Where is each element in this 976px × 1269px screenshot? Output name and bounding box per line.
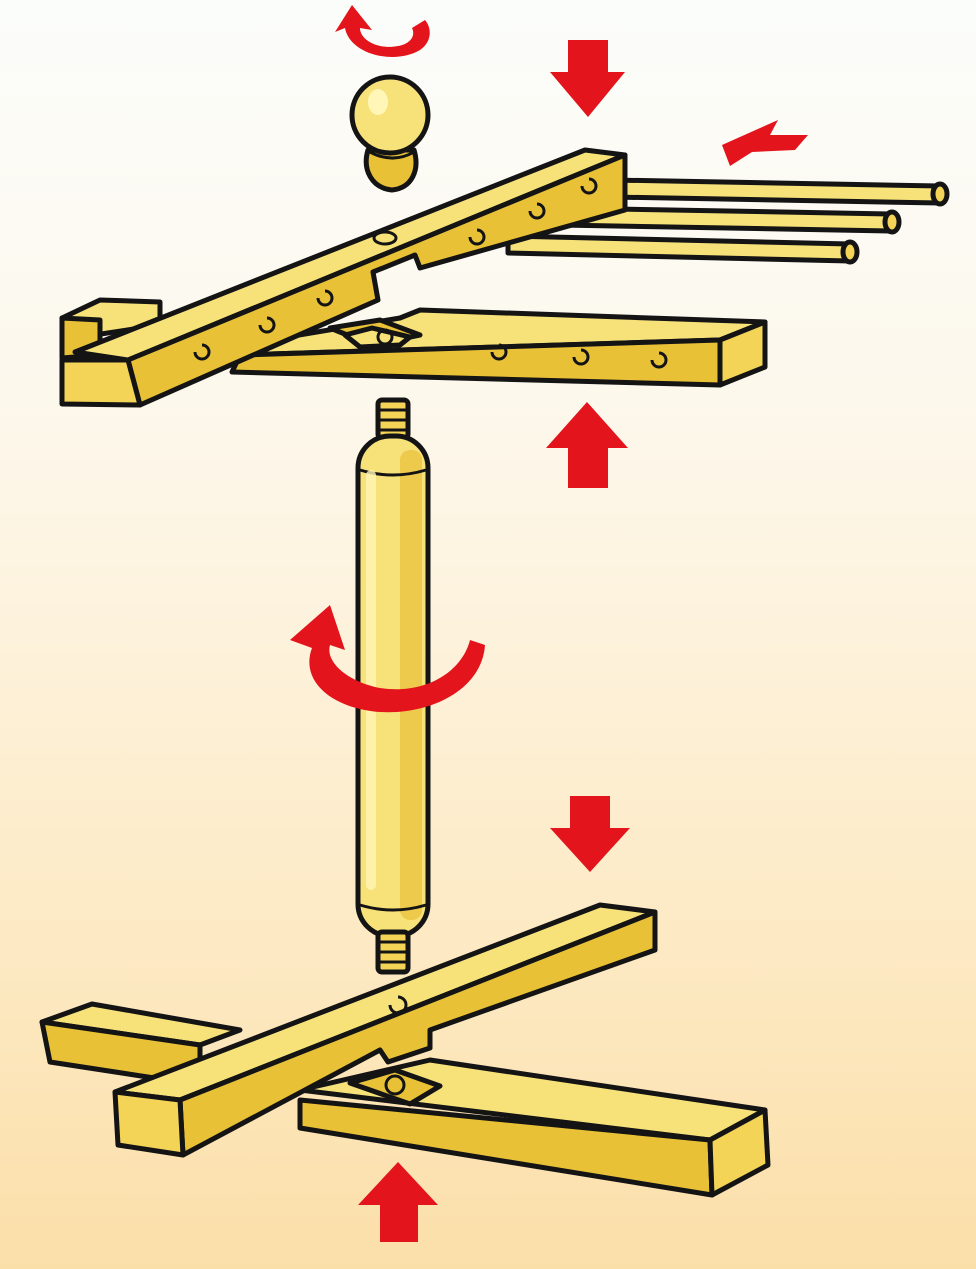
down-arrow-top xyxy=(550,40,625,117)
base-cross-feet xyxy=(39,902,771,1198)
knob xyxy=(349,74,431,193)
up-arrow-top xyxy=(546,402,628,488)
rotate-knob-arrow xyxy=(335,5,430,57)
dowel-1 xyxy=(609,177,943,206)
down-arrow-base xyxy=(550,796,630,872)
insert-dowels-arrow xyxy=(722,120,808,166)
post-hole xyxy=(388,995,408,1015)
rotate-post-arrow xyxy=(290,605,485,713)
drying-dowels xyxy=(505,177,950,265)
dowel-3 xyxy=(505,233,853,264)
top-cross-arms xyxy=(59,147,768,408)
central-post xyxy=(355,397,431,975)
knob-hole xyxy=(372,230,398,246)
up-arrow-base xyxy=(358,1162,438,1242)
